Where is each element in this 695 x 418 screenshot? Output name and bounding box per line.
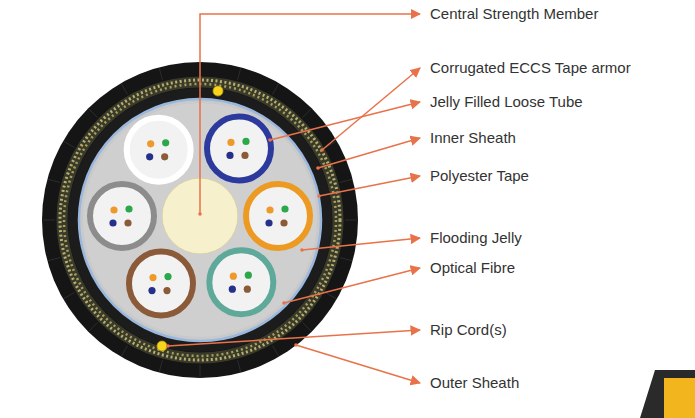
leader-line (284, 268, 420, 303)
rip-cord (157, 341, 167, 351)
sheath-texture (200, 365, 201, 377)
optical-fibre (161, 153, 168, 160)
optical-fibre (109, 219, 116, 226)
leader-line (302, 238, 420, 250)
leader-line (319, 176, 420, 196)
loose-tube (207, 116, 271, 180)
corner-shape (640, 370, 695, 418)
loose-tube (88, 182, 156, 250)
part-label: Central Strength Member (430, 5, 598, 23)
part-label: Optical Fibre (430, 259, 515, 277)
loose-tube (207, 248, 275, 316)
optical-fibre (229, 286, 236, 293)
sheath-texture (238, 68, 241, 80)
optical-fibre (241, 152, 248, 159)
sheath-texture (326, 293, 336, 299)
part-label: Polyester Tape (430, 167, 529, 185)
sheath-texture (89, 109, 97, 117)
optical-fibre (149, 274, 156, 281)
loose-tube (127, 250, 195, 318)
leader-dot (300, 248, 304, 252)
part-label: Jelly Filled Loose Tube (430, 93, 583, 111)
sheath-texture (64, 142, 74, 148)
loose-tube (205, 114, 273, 182)
sheath-texture (303, 323, 311, 331)
loose-tube (125, 116, 193, 184)
optical-fibre (146, 153, 153, 160)
sheath-texture (345, 220, 357, 221)
leader-dot (320, 148, 324, 152)
optical-fibre (162, 139, 169, 146)
sheath-texture (238, 360, 241, 372)
optical-fibre (244, 286, 251, 293)
optical-fibre (163, 287, 170, 294)
optical-fibre (245, 272, 252, 279)
optical-fibre (227, 139, 234, 146)
leader-line (318, 138, 420, 168)
corner-block (664, 378, 695, 418)
sheath-texture (159, 68, 162, 80)
leader-line (296, 345, 420, 383)
leader-dot (294, 343, 298, 347)
loose-tube (90, 184, 154, 248)
sheath-texture (340, 179, 352, 182)
optical-fibre (281, 205, 288, 212)
optical-fibre (242, 138, 249, 145)
optical-fibre (110, 206, 117, 213)
sheath-texture (340, 258, 352, 261)
loose-tube (246, 184, 310, 248)
optical-fibre (124, 219, 131, 226)
loose-tube (209, 250, 273, 314)
leader-line (200, 14, 420, 214)
optical-fibre (230, 273, 237, 280)
sheath-texture (43, 220, 55, 221)
leader-dot (282, 301, 286, 305)
leader-dot (317, 194, 321, 198)
sheath-texture (48, 258, 60, 261)
leader-dot (198, 212, 202, 216)
optical-fibre (164, 273, 171, 280)
optical-fibre (266, 206, 273, 213)
leader-dot (166, 344, 170, 348)
leader-line (322, 68, 420, 150)
leader-line (168, 330, 420, 346)
rip-cord (213, 86, 223, 96)
loose-tube (244, 182, 312, 250)
sheath-texture (303, 109, 311, 117)
optical-fibre (147, 140, 154, 147)
optical-fibre (280, 219, 287, 226)
part-label: Inner Sheath (430, 129, 516, 147)
loose-tube (127, 118, 191, 182)
part-label: Rip Cord(s) (430, 321, 507, 339)
part-label: Flooding Jelly (430, 229, 522, 247)
sheath-texture (273, 84, 279, 94)
part-label: Corrugated ECCS Tape armor (430, 59, 631, 77)
part-label: Outer Sheath (430, 374, 519, 392)
sheath-texture (89, 323, 97, 331)
optical-fibre (265, 219, 272, 226)
sheath-texture (122, 346, 128, 356)
optical-fibre (226, 152, 233, 159)
sheath-texture (48, 179, 60, 182)
leader-line (270, 102, 420, 140)
sheath-texture (159, 360, 162, 372)
optical-fibre (125, 205, 132, 212)
loose-tube (129, 252, 193, 316)
sheath-texture (273, 346, 279, 356)
sheath-texture (122, 84, 128, 94)
leader-dot (316, 166, 320, 170)
sheath-texture (64, 293, 74, 299)
optical-fibre (148, 287, 155, 294)
leader-dot (268, 138, 272, 142)
